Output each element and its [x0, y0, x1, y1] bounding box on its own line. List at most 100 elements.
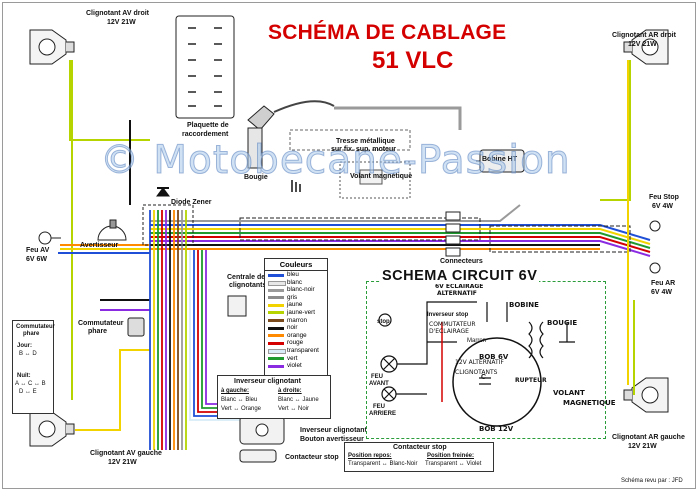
- headlight-icon: [38, 231, 61, 245]
- zener-diode-icon: [156, 187, 170, 197]
- legend-item: vert: [265, 355, 327, 363]
- label-centrale-2: clignotants: [229, 282, 267, 289]
- legend-title: Couleurs: [265, 259, 327, 271]
- label-bougie: Bougie: [244, 174, 268, 181]
- label-volant: Volant magnétique: [350, 173, 413, 180]
- right-harness: [600, 60, 635, 395]
- inverseur-box-g2: Vert ↔ Orange: [221, 406, 262, 412]
- legend-label: marron: [287, 316, 307, 324]
- comm-box-jour-line: B ↔ D: [19, 351, 37, 357]
- legend-swatch: [268, 341, 284, 345]
- tresse-wire: [334, 106, 462, 130]
- contacteur-box-title: Contacteur stop: [393, 444, 447, 451]
- circuit-6v-drawing: [378, 301, 575, 427]
- watermark-text: © Motobecane-Passion: [100, 138, 571, 184]
- indicator-av-droit-icon: [29, 29, 75, 65]
- legend-swatch: [268, 357, 284, 361]
- label-avertisseur: Avertisseur: [80, 242, 119, 249]
- contacteur-box-repos-val: Transparent ↔ Blanc-Noir: [348, 461, 418, 467]
- left-harness: [58, 60, 150, 431]
- label-connecteurs: Connecteurs: [440, 258, 483, 265]
- label-feu-stop-spec: 6V 4W: [652, 203, 674, 210]
- legend-item: blanc-noir: [265, 286, 327, 294]
- circuit-feu-arriere: FEU: [373, 404, 385, 410]
- stop-light-icon: [649, 220, 661, 232]
- legend-label: gris: [287, 293, 298, 301]
- inverseur-box-title: Inverseur clignotant: [234, 378, 301, 385]
- rear-light-icon: [649, 262, 661, 274]
- spark-plug-icon: [247, 100, 335, 169]
- page-border: [2, 2, 696, 489]
- legend-swatch: [268, 303, 284, 307]
- label-tresse: Tresse métallique: [336, 138, 395, 145]
- credit-text: Schéma revu par : JFD: [621, 478, 683, 484]
- circuit-rupteur: RUPTEUR: [515, 377, 547, 384]
- legend-label: blanc-noir: [287, 286, 315, 294]
- indicator-av-gauche-icon: [29, 411, 75, 447]
- circuit-6v-inset: 6V ECLAIRAGE ALTERNATIF stop Inverseur s…: [366, 281, 616, 439]
- inverseur-box-d2: Vert ↔ Noir: [278, 406, 310, 412]
- stop-switch-icon: [239, 449, 277, 463]
- legend-item: gris: [265, 294, 327, 302]
- label-feu-av: Feu AV: [26, 247, 50, 254]
- legend-swatch: [268, 281, 286, 287]
- circuit-bob12: BOB 12V: [479, 425, 514, 433]
- legend-item: violet: [265, 362, 327, 370]
- legend-item: blanc: [265, 279, 327, 287]
- label-clign-av-gauche-spec: 12V 21W: [108, 459, 137, 466]
- circuit-feu-avant-2: AVANT: [369, 381, 389, 387]
- circuit-feu-arriere-2: ARRIERE: [369, 411, 397, 417]
- circuit-commutateur: COMMUTATEUR: [429, 321, 476, 328]
- contacteur-box-freine-val: Transparent ↔ Violet: [425, 461, 482, 467]
- label-feu-av-spec: 6V 6W: [26, 256, 48, 263]
- circuit-inverseur-stop: Inverseur stop: [427, 312, 469, 318]
- legend-label: transparent: [287, 346, 319, 354]
- legend-item: rouge: [265, 339, 327, 347]
- circuit-capacitor: C: [481, 374, 487, 381]
- circuit-commutateur-2: D'ECLAIRAGE: [429, 328, 469, 335]
- connection-plate-icon: [175, 15, 235, 119]
- label-clign-av-gauche: Clignotant AV gauche: [90, 450, 162, 457]
- label-contacteur-stop: Contacteur stop: [285, 454, 339, 461]
- comm-box-title-2: phare: [23, 331, 40, 337]
- connectors-icon: [445, 211, 461, 257]
- legend-swatch: [268, 326, 284, 330]
- indicator-switch-icon: [239, 415, 285, 445]
- circuit-volant: VOLANT: [553, 389, 585, 397]
- legend-label: rouge: [287, 339, 304, 347]
- circuit-stop: stop: [377, 319, 390, 325]
- label-feu-stop: Feu Stop: [649, 194, 679, 201]
- comm-box-nuit: Nuit:: [17, 373, 31, 379]
- ground-icon: [291, 180, 301, 192]
- legend-label: violet: [287, 362, 302, 370]
- circuit-bobine: BOBINE: [509, 301, 539, 309]
- legend-item: orange: [265, 332, 327, 340]
- inverseur-box-gauche: à gauche:: [221, 388, 250, 394]
- circuit-magnetique: MAGNETIQUE: [563, 399, 616, 407]
- label-clign-ar-gauche: Clignotant AR gauche: [612, 434, 685, 441]
- legend-item: transparent: [265, 347, 327, 355]
- indicator-switch-info-box: Inverseur clignotant à gauche: à droite:…: [217, 375, 331, 419]
- legend-label: jaune-vert: [287, 308, 316, 316]
- legend-swatch: [268, 319, 284, 323]
- legend-item: noir: [265, 324, 327, 332]
- legend-item: jaune-vert: [265, 309, 327, 317]
- label-plaquette-2: raccordement: [182, 131, 229, 138]
- legend-item: jaune: [265, 301, 327, 309]
- stop-switch-info-box: Contacteur stop Position repos: Transpar…: [344, 442, 494, 472]
- label-centrale: Centrale des: [227, 274, 270, 281]
- flasher-unit-icon: [227, 295, 247, 317]
- label-feu-ar-spec: 6V 4W: [651, 289, 673, 296]
- circuit-bougie: BOUGIE: [547, 319, 578, 327]
- indicator-ar-gauche-icon: [623, 377, 669, 413]
- main-harness: [150, 204, 651, 257]
- circuit-bob6: BOB 6V: [479, 353, 509, 361]
- legend-item: marron: [265, 317, 327, 325]
- inverseur-box-d1: Blanc ↔ Jaune: [278, 397, 319, 403]
- circuit-title: SCHEMA CIRCUIT 6V: [380, 268, 540, 284]
- legend-label: blanc: [287, 278, 303, 286]
- diagram-model: 51 VLC: [372, 47, 454, 74]
- circuit-feu-avant: FEU: [371, 374, 383, 380]
- circuit-sub2: ALTERNATIF: [437, 290, 477, 297]
